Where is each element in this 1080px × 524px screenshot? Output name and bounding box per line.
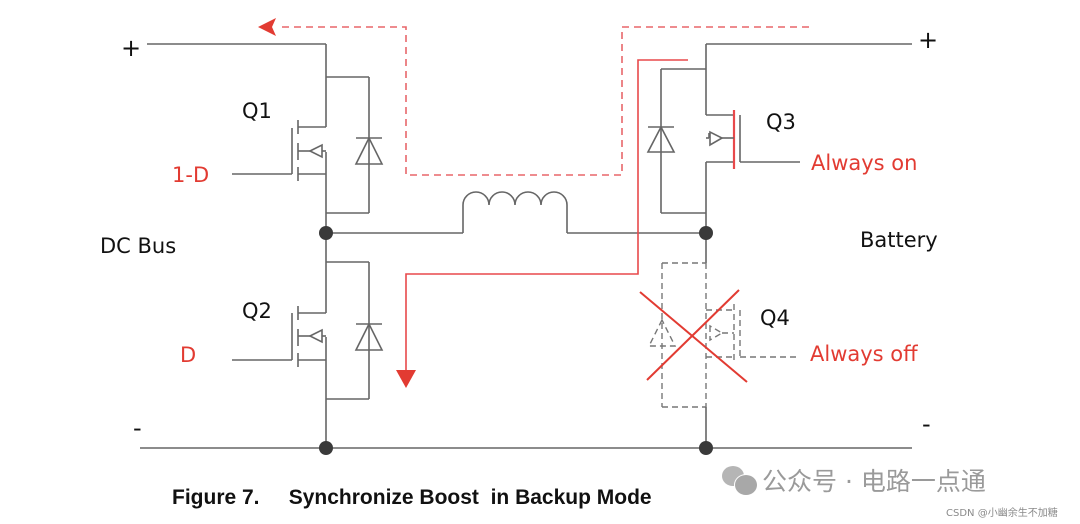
q4-arrow-icon (709, 324, 724, 342)
q1-label: Q1 (242, 99, 272, 123)
battery-label: Battery (860, 228, 938, 252)
q2-switch (232, 233, 384, 448)
q4-diode-icon (647, 318, 677, 347)
q1-gate-label: 1-D (172, 163, 209, 187)
q4-cross-icon (639, 291, 748, 383)
switch-node-right (699, 226, 713, 240)
q2-diode-icon (354, 322, 384, 351)
battery-minus-label: - (922, 410, 931, 438)
switch-node-left (319, 226, 333, 240)
q2-arrow-icon (308, 328, 323, 344)
dc-bus-plus-label: + (121, 34, 141, 62)
arrow-down-icon (396, 370, 416, 388)
q1-switch (232, 44, 384, 233)
q4-label: Q4 (760, 306, 790, 330)
current-path-solid (396, 59, 688, 388)
inductor (326, 191, 706, 234)
dc-bus-label: DC Bus (100, 234, 176, 258)
csdn-credit: CSDN @小幽余生不加糖 (946, 508, 1058, 519)
q3-arrow-icon (709, 130, 724, 147)
watermark: 公众号 · 电路一点通 (722, 462, 986, 498)
figure-number: Figure 7. (172, 486, 260, 509)
q2-label: Q2 (242, 299, 272, 323)
figure-title: Synchronize Boost in Backup Mode (288, 486, 652, 509)
q4-gate-label: Always off (810, 342, 918, 366)
dc-bus-minus-label: - (133, 414, 142, 442)
ground-node-left (319, 441, 333, 455)
arrow-left-icon (258, 18, 276, 36)
q2-gate-label: D (180, 343, 196, 367)
q3-label: Q3 (766, 110, 796, 134)
q1-diode-icon (354, 136, 384, 165)
figure-caption: Figure 7. Synchronize Boost in Backup Mo… (172, 486, 652, 510)
current-path-dashed (258, 18, 809, 176)
battery-plus-label: + (918, 26, 938, 54)
q4-switch (639, 253, 800, 448)
q3-gate-label: Always on (811, 151, 917, 175)
q3-diode-icon (646, 125, 676, 153)
wechat-icon (722, 466, 758, 496)
q3-switch (646, 44, 800, 253)
ground-node-right (699, 441, 713, 455)
q1-arrow-icon (308, 143, 323, 159)
watermark-text: 公众号 · 电路一点通 (762, 467, 986, 496)
